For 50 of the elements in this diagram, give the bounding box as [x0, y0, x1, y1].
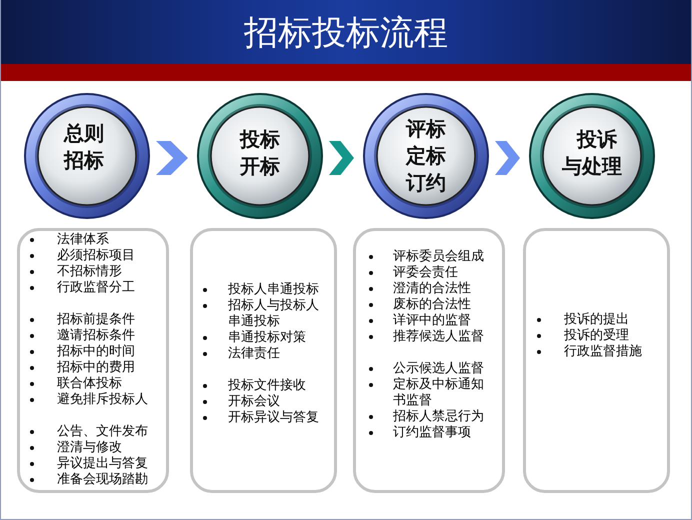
topic-panel [523, 228, 670, 493]
list-item: 避免排斥投标人 [57, 392, 148, 408]
list-item: 法律体系 [57, 232, 109, 248]
list-item: 投标人串通投标 [228, 282, 319, 298]
list-item: 招标中的时间 [57, 344, 135, 360]
list-item: 联合体投标 [57, 376, 122, 392]
list-item: 评委会责任 [393, 265, 458, 281]
list-item: 邀请招标条件 [57, 328, 135, 344]
list-item: 招标人与投标人串通投标 [228, 298, 320, 330]
chevron-arrow [329, 141, 354, 175]
list-item: 异议提出与答复 [57, 456, 148, 472]
list-item: 招标中的费用 [57, 360, 135, 376]
list-item: 评标委员会组成 [393, 249, 484, 265]
list-item: 不招标情形 [57, 264, 122, 280]
chevron-arrow [156, 141, 188, 175]
list-item: 订约监督事项 [393, 425, 471, 441]
list-item: 招标人禁忌行为 [393, 409, 484, 425]
list-item: 投诉的提出 [564, 312, 629, 328]
list-item: 投诉的受理 [564, 328, 629, 344]
step-label: 投标开标 [238, 126, 281, 180]
list-item: 公告、文件发布 [57, 424, 148, 440]
topic-panel [190, 228, 337, 493]
step-circle [23, 92, 151, 220]
step-circle [528, 92, 656, 220]
list-item: 开标异议与答复 [228, 410, 319, 426]
list-item: 澄清与修改 [57, 440, 122, 456]
step-circle [196, 92, 324, 220]
step-label: 评标定标订约 [404, 116, 447, 196]
list-item: 法律责任 [228, 346, 280, 362]
chevron-arrow [495, 141, 520, 175]
list-item: 推荐候选人监督 [393, 329, 484, 345]
step-circle [362, 92, 490, 220]
list-item: 串通投标对策 [228, 330, 306, 346]
list-item: 开标会议 [228, 394, 280, 410]
title: 招标投标流程 [244, 13, 448, 53]
list-item: 准备会现场踏勘 [57, 472, 148, 488]
topic-panel [353, 228, 505, 493]
list-item: 行政监督分工 [57, 280, 135, 296]
list-item: 详评中的监督 [393, 313, 471, 329]
list-item: 行政监督措施 [564, 344, 642, 360]
list-item: 澄清的合法性 [393, 281, 471, 297]
list-item: 必须招标项目 [57, 248, 135, 264]
step-label: 总则招标 [62, 120, 105, 174]
list-item: 废标的合法性 [393, 297, 471, 313]
step-label: 投诉与处理 [561, 126, 623, 180]
list-item: 定标及中标通知书监督 [393, 377, 485, 409]
topic-panel [17, 228, 169, 493]
list-item: 招标前提条件 [57, 312, 135, 328]
list-item: 投标文件接收 [228, 378, 306, 394]
list-item: 公示候选人监督 [393, 361, 484, 377]
